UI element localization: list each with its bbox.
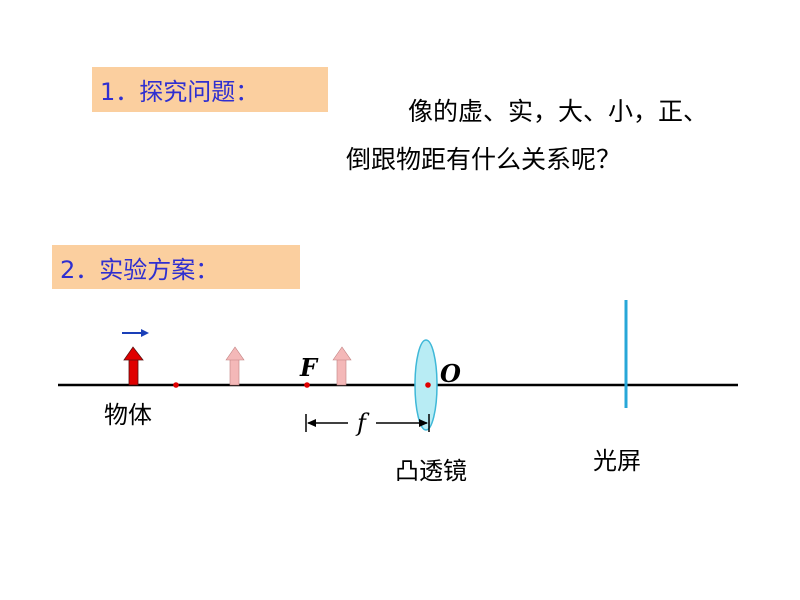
- lens-label: 凸透镜: [395, 457, 467, 485]
- section-label-experiment-plan: 2．实验方案：: [52, 245, 300, 289]
- object-arrow-icon: [123, 346, 144, 386]
- section-label-explore-question: 1．探究问题：: [92, 67, 328, 112]
- direction-arrow-icon: [122, 329, 149, 337]
- question-line-2: 倒跟物距有什么关系呢？: [346, 145, 622, 174]
- twice-focal-point: [173, 382, 179, 388]
- focal-point: [304, 382, 310, 388]
- focal-length-dimension: [305, 414, 430, 432]
- question-line-1: 像的虚、实，大、小，正、: [408, 97, 709, 126]
- faded-object-position-1: [225, 346, 245, 386]
- object-label: 物体: [104, 401, 152, 429]
- optical-center-label: O: [440, 359, 461, 388]
- faded-object-position-2: [332, 346, 352, 386]
- focal-length-label: f: [355, 409, 370, 437]
- section-label-experiment-plan-text: 2．实验方案：: [60, 255, 220, 284]
- optical-center-point: [425, 382, 431, 388]
- screen-label: 光屏: [593, 447, 641, 475]
- focal-point-label: F: [299, 353, 319, 382]
- section-label-explore-question-text: 1．探究问题：: [100, 78, 260, 106]
